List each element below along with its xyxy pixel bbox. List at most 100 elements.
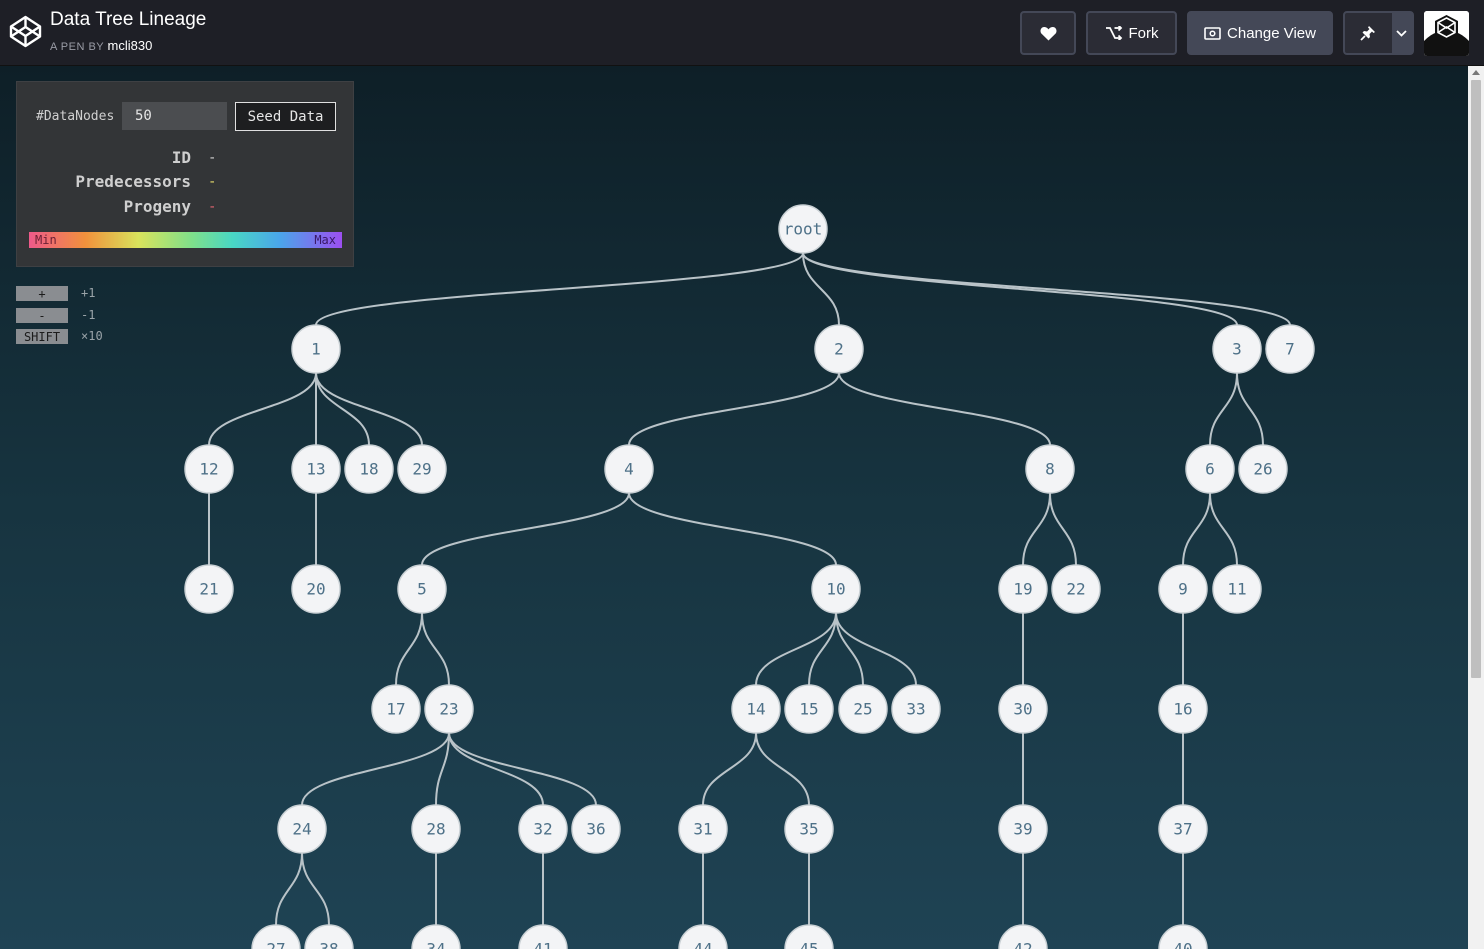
- node-circle[interactable]: [1212, 324, 1262, 374]
- tree-node-29[interactable]: 29: [397, 444, 447, 494]
- node-circle[interactable]: [277, 804, 327, 854]
- tree-node-31[interactable]: 31: [678, 804, 728, 854]
- tree-node-27[interactable]: 27: [251, 924, 301, 949]
- tree-node-9[interactable]: 9: [1158, 564, 1208, 614]
- node-circle[interactable]: [344, 444, 394, 494]
- node-circle[interactable]: [184, 444, 234, 494]
- node-circle[interactable]: [838, 684, 888, 734]
- node-circle[interactable]: [731, 684, 781, 734]
- node-circle[interactable]: [1212, 564, 1262, 614]
- node-circle[interactable]: [998, 684, 1048, 734]
- node-circle[interactable]: [518, 804, 568, 854]
- tree-node-30[interactable]: 30: [998, 684, 1048, 734]
- tree-node-16[interactable]: 16: [1158, 684, 1208, 734]
- node-circle[interactable]: [304, 924, 354, 949]
- tree-node-17[interactable]: 17: [371, 684, 421, 734]
- node-circle[interactable]: [998, 804, 1048, 854]
- pin-dropdown[interactable]: [1391, 13, 1412, 53]
- tree-node-3[interactable]: 3: [1212, 324, 1262, 374]
- tree-node-14[interactable]: 14: [731, 684, 781, 734]
- node-circle[interactable]: [1158, 684, 1208, 734]
- node-circle[interactable]: [411, 804, 461, 854]
- tree-node-28[interactable]: 28: [411, 804, 461, 854]
- pin-part[interactable]: [1345, 13, 1392, 53]
- node-circle[interactable]: [678, 924, 728, 949]
- tree-node-6[interactable]: 6: [1185, 444, 1235, 494]
- tree-node-5[interactable]: 5: [397, 564, 447, 614]
- node-circle[interactable]: [784, 684, 834, 734]
- tree-node-40[interactable]: 40: [1158, 924, 1208, 949]
- tree-node-34[interactable]: 34: [411, 924, 461, 949]
- node-circle[interactable]: [998, 924, 1048, 949]
- tree-node-24[interactable]: 24: [277, 804, 327, 854]
- tree-node-21[interactable]: 21: [184, 564, 234, 614]
- tree-node-32[interactable]: 32: [518, 804, 568, 854]
- tree-node-13[interactable]: 13: [291, 444, 341, 494]
- tree-node-15[interactable]: 15: [784, 684, 834, 734]
- tree-node-35[interactable]: 35: [784, 804, 834, 854]
- seed-data-button[interactable]: Seed Data: [235, 102, 336, 131]
- tree-node-42[interactable]: 42: [998, 924, 1048, 949]
- tree-node-38[interactable]: 38: [304, 924, 354, 949]
- node-circle[interactable]: [411, 924, 461, 949]
- codepen-logo-icon[interactable]: [9, 15, 42, 48]
- tree-node-12[interactable]: 12: [184, 444, 234, 494]
- node-circle[interactable]: [1185, 444, 1235, 494]
- node-circle[interactable]: [811, 564, 861, 614]
- node-circle[interactable]: [371, 684, 421, 734]
- node-circle[interactable]: [891, 684, 941, 734]
- node-circle[interactable]: [604, 444, 654, 494]
- tree-node-11[interactable]: 11: [1212, 564, 1262, 614]
- tree-node-10[interactable]: 10: [811, 564, 861, 614]
- tree-node-33[interactable]: 33: [891, 684, 941, 734]
- tree-node-26[interactable]: 26: [1238, 444, 1288, 494]
- tree-node-39[interactable]: 39: [998, 804, 1048, 854]
- tree-node-41[interactable]: 41: [518, 924, 568, 949]
- node-circle[interactable]: [1051, 564, 1101, 614]
- node-circle[interactable]: [424, 684, 474, 734]
- tree-node-8[interactable]: 8: [1025, 444, 1075, 494]
- node-circle[interactable]: [1265, 324, 1315, 374]
- fork-button[interactable]: Fork: [1086, 11, 1177, 55]
- node-circle[interactable]: [291, 444, 341, 494]
- scroll-up-arrow-icon[interactable]: [1472, 70, 1480, 75]
- vertical-scrollbar[interactable]: [1468, 66, 1484, 949]
- tree-node-root[interactable]: root: [778, 204, 828, 254]
- tree-node-45[interactable]: 45: [784, 924, 834, 949]
- node-circle[interactable]: [814, 324, 864, 374]
- tree-node-2[interactable]: 2: [814, 324, 864, 374]
- heart-button[interactable]: [1020, 11, 1076, 55]
- node-circle[interactable]: [291, 324, 341, 374]
- tree-node-23[interactable]: 23: [424, 684, 474, 734]
- tree-node-36[interactable]: 36: [571, 804, 621, 854]
- tree-node-19[interactable]: 19: [998, 564, 1048, 614]
- node-circle[interactable]: [778, 204, 828, 254]
- author-link[interactable]: mcli830: [107, 38, 153, 53]
- node-circle[interactable]: [1158, 804, 1208, 854]
- tree-node-44[interactable]: 44: [678, 924, 728, 949]
- node-circle[interactable]: [1238, 444, 1288, 494]
- node-circle[interactable]: [998, 564, 1048, 614]
- node-circle[interactable]: [397, 564, 447, 614]
- node-circle[interactable]: [1158, 564, 1208, 614]
- user-avatar[interactable]: [1424, 11, 1469, 56]
- node-circle[interactable]: [1025, 444, 1075, 494]
- change-view-button[interactable]: Change View: [1187, 11, 1333, 55]
- datanodes-input[interactable]: [122, 102, 227, 130]
- node-circle[interactable]: [397, 444, 447, 494]
- node-circle[interactable]: [251, 924, 301, 949]
- tree-node-25[interactable]: 25: [838, 684, 888, 734]
- node-circle[interactable]: [518, 924, 568, 949]
- node-circle[interactable]: [678, 804, 728, 854]
- pin-button[interactable]: [1343, 11, 1414, 55]
- node-circle[interactable]: [784, 804, 834, 854]
- node-circle[interactable]: [1158, 924, 1208, 949]
- node-circle[interactable]: [184, 564, 234, 614]
- node-circle[interactable]: [291, 564, 341, 614]
- tree-node-18[interactable]: 18: [344, 444, 394, 494]
- scrollbar-thumb[interactable]: [1471, 80, 1481, 678]
- tree-node-37[interactable]: 37: [1158, 804, 1208, 854]
- node-circle[interactable]: [784, 924, 834, 949]
- node-circle[interactable]: [571, 804, 621, 854]
